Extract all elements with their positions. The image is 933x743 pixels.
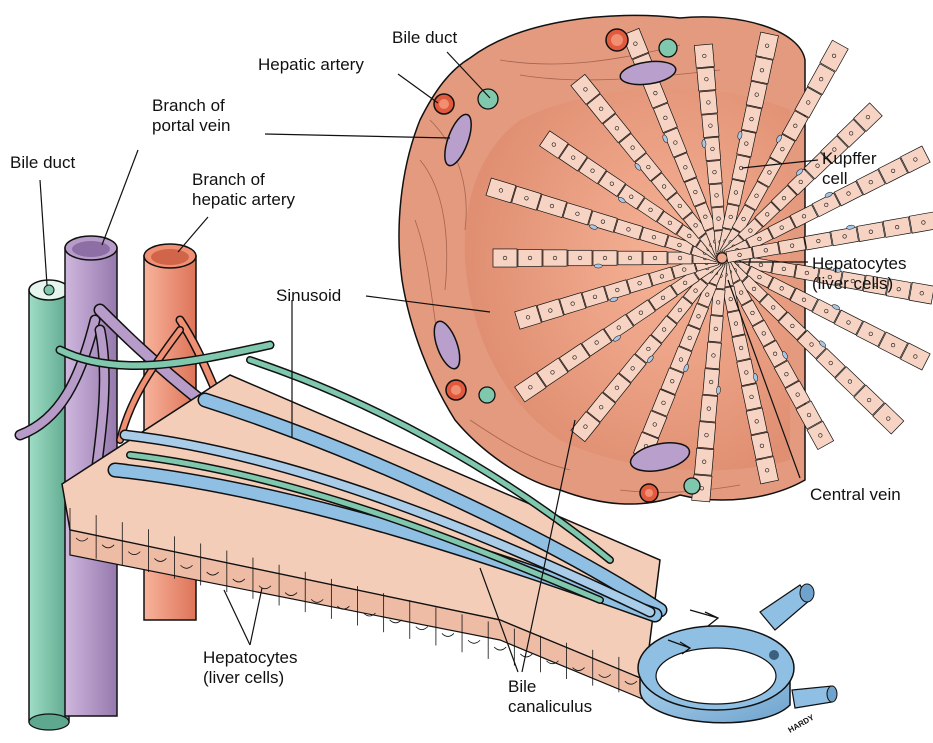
hepatocyte-cell-nucleus <box>442 633 454 636</box>
kupffer-cell <box>594 264 602 268</box>
label-sinusoid: Sinusoid <box>276 286 341 306</box>
hepatocyte-cell <box>618 251 642 265</box>
leader-portal-vein-tube <box>102 150 138 245</box>
hepatocyte-cell <box>857 222 885 242</box>
hepatocyte-cell <box>694 448 713 475</box>
hepatocyte-cell <box>704 137 720 161</box>
label-kupffer-cell: Kupffer cell <box>822 149 877 189</box>
label-branch-portal-vein-line2: portal vein <box>152 116 230 136</box>
hepatocyte-cell <box>707 160 722 183</box>
hepatocyte-cell <box>883 217 911 238</box>
label-bile-canaliculus-line1: Bile <box>508 677 592 697</box>
hepatocyte-cell <box>699 91 717 115</box>
artist-signature: HARDY <box>787 712 817 734</box>
central-vein-tube <box>638 584 837 723</box>
hepatocyte-cell <box>694 44 714 68</box>
hepatocyte-cell <box>709 184 724 207</box>
label-hepatocytes-right: Hepatocytes (liver cells) <box>812 254 907 294</box>
hepatocyte-cell <box>643 252 667 265</box>
label-kupffer-cell-line1: Kupffer <box>822 149 877 169</box>
hepatocyte-cell-nucleus <box>416 627 428 630</box>
hepatocyte-cell <box>909 282 933 304</box>
leader-hepatocytes-bottom-2 <box>224 590 250 645</box>
hepatocyte-cell <box>831 227 859 246</box>
label-bile-duct-top: Bile duct <box>392 28 457 48</box>
label-branch-portal-vein-line1: Branch of <box>152 96 230 116</box>
label-central-vein: Central vein <box>810 485 901 505</box>
label-hepatic-artery: Hepatic artery <box>258 55 364 75</box>
leader-bile-duct-left <box>40 180 47 285</box>
hepatocyte-cell <box>518 249 542 266</box>
leader-hepatic-artery-tube <box>178 217 208 252</box>
hepatocyte-cell <box>805 232 833 250</box>
hepatocyte-cell <box>697 422 715 449</box>
label-branch-portal-vein: Branch of portal vein <box>152 96 230 136</box>
hepatocyte-cell <box>706 342 722 369</box>
label-hepatocytes-bottom: Hepatocytes (liver cells) <box>203 648 298 688</box>
hepatocyte-cell <box>700 395 718 422</box>
label-bile-canaliculus: Bile canaliculus <box>508 677 592 717</box>
label-bile-duct-left: Bile duct <box>10 153 75 173</box>
hepatocyte-cell-nucleus <box>494 647 506 650</box>
label-hepatocytes-bottom-line2: (liver cells) <box>203 668 298 688</box>
hepatocyte-cell <box>812 299 840 323</box>
hepatocyte-cell <box>702 114 719 138</box>
hepatocyte-cell-nucleus <box>468 640 480 643</box>
leader-hepatic-artery <box>398 74 438 103</box>
hepatocyte-cell <box>493 249 517 267</box>
hepatocyte-cell <box>708 316 723 343</box>
label-branch-hepatic-artery-line2: hepatic artery <box>192 190 295 210</box>
leader-hepatocytes-bottom-1 <box>250 588 262 645</box>
label-branch-hepatic-artery: Branch of hepatic artery <box>192 170 295 210</box>
label-kupffer-cell-line2: cell <box>822 169 877 189</box>
hepatocyte-cell <box>568 250 592 265</box>
hepatocyte-cell <box>543 250 567 266</box>
label-bile-canaliculus-line2: canaliculus <box>508 697 592 717</box>
hepatocyte-cell <box>697 67 716 91</box>
hepatocyte-cell <box>909 212 933 233</box>
label-hepatocytes-bottom-line1: Hepatocytes <box>203 648 298 668</box>
label-branch-hepatic-artery-line1: Branch of <box>192 170 295 190</box>
label-hepatocytes-right-line1: Hepatocytes <box>812 254 907 274</box>
label-hepatocytes-right-line2: (liver cells) <box>812 274 907 294</box>
hepatocyte-cell <box>593 251 617 266</box>
